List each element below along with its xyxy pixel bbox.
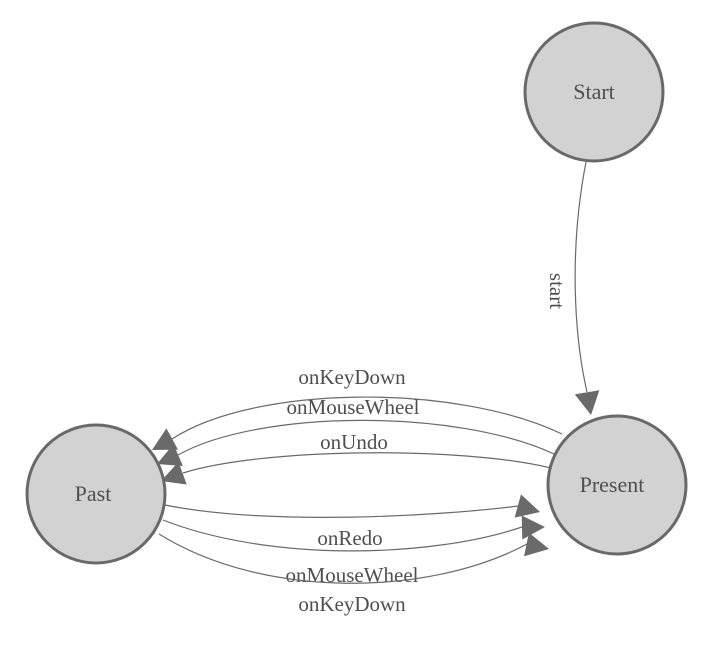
edge-label-onredo: onRedo (317, 526, 382, 550)
edge-past-to-present-onmousewheel[interactable]: onMouseWheel (162, 515, 545, 588)
node-past-label: Past (75, 481, 112, 506)
arrowhead-icon (161, 461, 187, 485)
edge-start-to-present[interactable]: start (545, 161, 600, 415)
edge-line[interactable] (158, 533, 528, 584)
node-start-circle[interactable] (523, 21, 665, 163)
node-present-circle[interactable] (546, 414, 688, 556)
arrowhead-icon (152, 428, 178, 450)
edge-past-to-present-onredo[interactable]: onRedo (164, 494, 540, 550)
arrowhead-icon (524, 532, 549, 557)
arrowhead-icon (574, 390, 600, 415)
edge-line[interactable] (182, 452, 552, 474)
node-present-label: Present (580, 472, 645, 497)
edge-past-to-present-onkeydown[interactable]: onKeyDown (158, 532, 549, 616)
edge-line[interactable] (177, 419, 555, 456)
edge-present-to-past-onundo[interactable]: onUndo (161, 430, 552, 485)
edge-label-onkeydown-top: onKeyDown (298, 365, 406, 389)
node-present[interactable]: Present (546, 414, 688, 556)
edge-label-onkeydown-bottom: onKeyDown (298, 592, 406, 616)
edge-line[interactable] (164, 504, 519, 518)
edge-label-onmousewheel-top: onMouseWheel (287, 395, 420, 419)
edge-label-onundo: onUndo (320, 430, 388, 454)
arrowhead-icon (157, 444, 183, 466)
edge-line[interactable] (171, 396, 563, 440)
edge-present-to-past-onmousewheel[interactable]: onMouseWheel (157, 395, 555, 466)
node-start[interactable]: Start (523, 21, 665, 163)
node-start-label: Start (573, 79, 615, 104)
arrowhead-icon (514, 494, 540, 518)
edge-present-to-past-onkeydown[interactable]: onKeyDown (152, 365, 563, 450)
edge-line[interactable] (574, 161, 588, 393)
edge-line[interactable] (162, 519, 523, 552)
node-past[interactable]: Past (25, 423, 167, 565)
edge-label-start: start (545, 273, 569, 309)
node-past-circle[interactable] (25, 423, 167, 565)
arrowhead-icon (521, 515, 545, 540)
